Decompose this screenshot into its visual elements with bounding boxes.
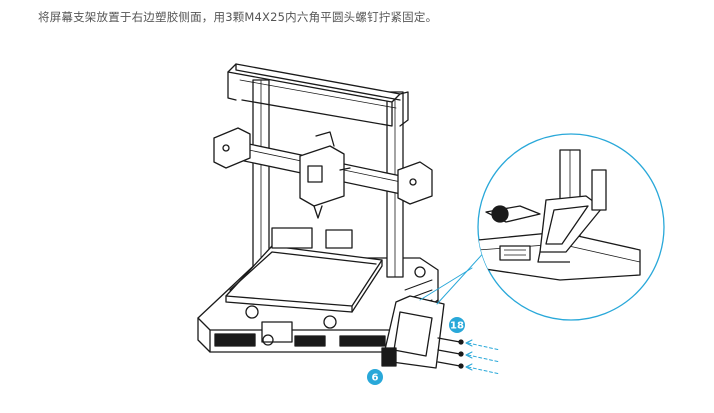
print-bed xyxy=(225,227,383,329)
print-head xyxy=(299,131,351,219)
arrow-heads xyxy=(465,339,473,371)
screws xyxy=(437,337,464,369)
y-motor xyxy=(261,321,293,346)
top-frame xyxy=(227,63,409,127)
callout-badge-screws-label: 18 xyxy=(450,321,464,332)
callout-badge-screws: 18 xyxy=(449,317,465,333)
screen-bracket xyxy=(381,295,445,369)
zoom-leader-line xyxy=(436,247,489,305)
callout-badge-bracket: 6 xyxy=(367,369,383,385)
frame-uprights xyxy=(252,79,404,278)
zoom-leader-line-2 xyxy=(419,267,473,301)
callout-badge-bracket-label: 6 xyxy=(372,373,379,384)
zoom-detail xyxy=(477,133,665,321)
assembly-arrows xyxy=(467,342,501,375)
instruction-text: 将屏幕支架放置于右边塑胶侧面，用3颗M4X25内六角平圆头螺钉拧紧固定。 xyxy=(38,10,438,24)
